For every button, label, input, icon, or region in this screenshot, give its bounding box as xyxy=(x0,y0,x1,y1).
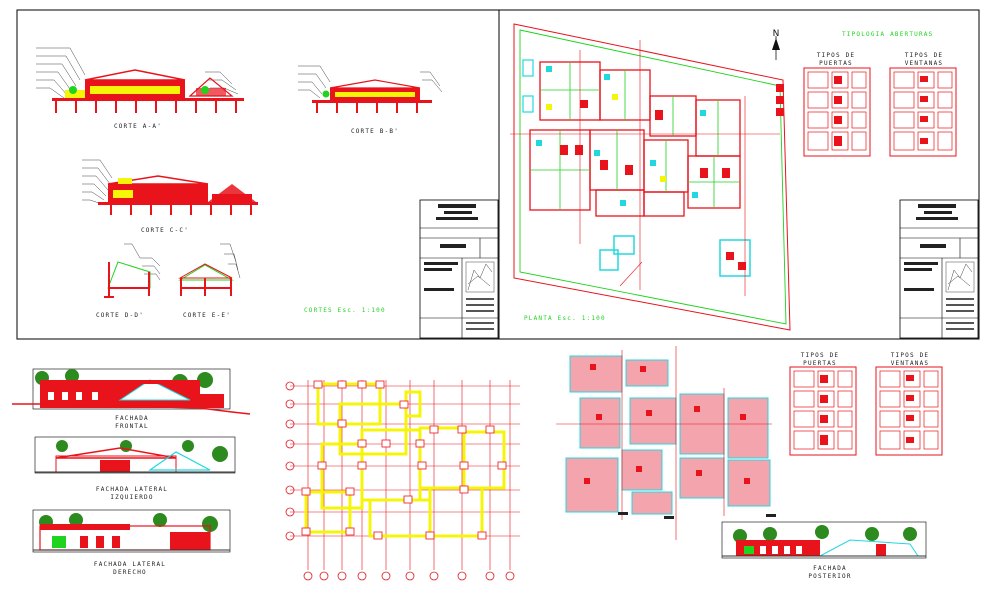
facade-front: FACHADA FRONTAL xyxy=(12,368,251,430)
section-b-b: CORTE B-B' xyxy=(298,65,443,135)
section-e-e: CORTE E-E' xyxy=(178,243,241,319)
section-c-c: CORTE C-C' xyxy=(82,159,258,234)
north-arrow: N xyxy=(772,29,780,60)
window-types-table xyxy=(889,67,957,157)
windows-heading-1: TIPOS DE xyxy=(905,52,944,59)
label-corte-d-d: CORTE D-D' xyxy=(96,312,144,319)
facade-left-label-2: IZQUIERDO xyxy=(110,494,153,501)
title-block-2 xyxy=(899,199,979,339)
floor-plan xyxy=(510,40,784,296)
windows-heading-2: VENTANAS xyxy=(905,60,944,67)
title-block-1 xyxy=(419,199,499,339)
facade-rear: FACHADA POSTERIOR xyxy=(721,521,927,580)
section-a-a: CORTE A-A' xyxy=(36,47,244,130)
finish-plan xyxy=(556,346,776,540)
north-label: N xyxy=(773,29,780,39)
facade-rear-label-2: POSTERIOR xyxy=(808,573,851,580)
facade-left: FACHADA LATERAL IZQUIERDO xyxy=(34,436,236,501)
door-types-table-2: TIPOS DE PUERTAS xyxy=(789,352,857,456)
windows-heading-2a: TIPOS DE xyxy=(891,352,930,359)
openings-title: TIPOLOGIA ABERTURAS xyxy=(842,31,933,38)
window-types-table-2: TIPOS DE VENTANAS xyxy=(875,352,943,456)
sheet-planta: N PLANTA Esc. 1:100 TIPOLOGIA ABERTURAS … xyxy=(498,9,980,340)
label-cortes-scale: CORTES Esc. 1:100 xyxy=(304,307,386,314)
doors-heading-2: PUERTAS xyxy=(819,60,853,67)
door-types-table xyxy=(803,67,871,157)
facade-front-label-1: FACHADA xyxy=(115,415,149,422)
facade-front-label-2: FRONTAL xyxy=(115,423,149,430)
facade-right-label-1: FACHADA LATERAL xyxy=(94,561,166,568)
label-corte-c-c: CORTE C-C' xyxy=(141,227,189,234)
facade-right-label-2: DERECHO xyxy=(113,569,147,576)
label-planta-scale: PLANTA Esc. 1:100 xyxy=(524,315,606,322)
doors-heading-1: TIPOS DE xyxy=(817,52,856,59)
doors-heading-2b: PUERTAS xyxy=(803,360,837,367)
facade-right: FACHADA LATERAL DERECHO xyxy=(32,509,231,576)
section-d-d: CORTE D-D' xyxy=(96,243,161,319)
facade-rear-label-1: FACHADA xyxy=(813,565,847,572)
label-corte-b-b: CORTE B-B' xyxy=(351,128,399,135)
foundation-plan xyxy=(285,380,520,581)
doors-heading-2a: TIPOS DE xyxy=(801,352,840,359)
windows-heading-2b: VENTANAS xyxy=(891,360,930,367)
facade-left-label-1: FACHADA LATERAL xyxy=(96,486,168,493)
label-corte-e-e: CORTE E-E' xyxy=(183,312,231,319)
label-corte-a-a: CORTE A-A' xyxy=(114,123,162,130)
sheet-cortes: CORTE A-A' CORTE B-B' xyxy=(16,9,500,340)
